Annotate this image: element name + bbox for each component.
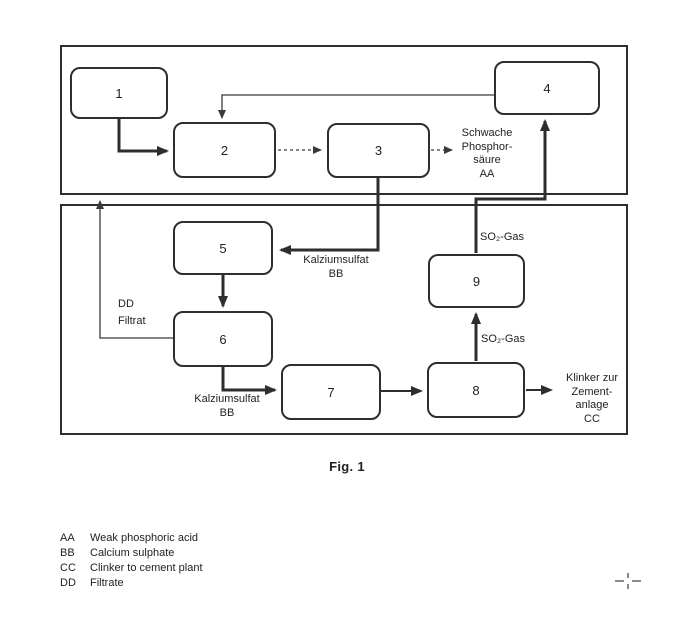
legend-row-bb: BB Calcium sulphate <box>60 546 203 561</box>
legend-row-dd: DD Filtrate <box>60 576 203 591</box>
legend-text: Filtrate <box>90 577 124 589</box>
legend-text: Weak phosphoric acid <box>90 532 199 544</box>
process-box-3-label: 3 <box>374 143 383 158</box>
legend-code: BB <box>60 547 75 559</box>
label-calcium-sulphate-bottom: Kalziumsulfat BB <box>194 393 260 419</box>
label-so2-gas-top: SO₂-Gas <box>480 231 524 243</box>
process-box-5-label: 5 <box>219 240 227 256</box>
process-box-9-label: 9 <box>472 273 481 289</box>
reference-legend: AA Weak phosphoric acid BB Calcium sulph… <box>60 531 203 591</box>
legend-text: Calcium sulphate <box>90 547 175 559</box>
label-clinker-output: Klinker zur Zement- anlage CC <box>566 372 618 425</box>
label-calcium-sulphate-top: Kalziumsulfat BB <box>303 254 369 280</box>
process-box-9: 9 <box>428 254 525 308</box>
process-box-1-label: 1 <box>115 85 123 101</box>
process-box-3: 3 <box>327 123 430 178</box>
process-box-1: 1 <box>70 67 168 119</box>
label-so2-gas-mid: SO₂-Gas <box>481 333 525 345</box>
legend-row-cc: CC Clinker to cement plant <box>60 561 203 576</box>
process-box-2-label: 2 <box>220 142 229 158</box>
legend-code: CC <box>60 562 76 574</box>
label-filtrate: DD Filtrat <box>118 298 146 327</box>
process-box-7-label: 7 <box>327 384 335 400</box>
process-box-4: 4 <box>494 61 600 115</box>
legend-code: DD <box>60 577 76 589</box>
legend-code: AA <box>60 532 75 544</box>
legend-row-aa: AA Weak phosphoric acid <box>60 531 203 546</box>
crop-mark-icon <box>615 573 641 589</box>
figure-caption: Fig. 1 <box>329 459 365 474</box>
process-box-8: 8 <box>427 362 525 418</box>
process-box-6-label: 6 <box>219 331 227 347</box>
process-box-5: 5 <box>173 221 273 275</box>
process-box-2: 2 <box>173 122 276 178</box>
process-box-4-label: 4 <box>543 80 551 96</box>
process-box-8-label: 8 <box>472 382 480 398</box>
label-weak-phosphoric-acid: Schwache Phosphor- säure AA <box>461 127 513 180</box>
legend-text: Clinker to cement plant <box>90 562 203 574</box>
process-box-7: 7 <box>281 364 381 420</box>
process-box-6: 6 <box>173 311 273 367</box>
